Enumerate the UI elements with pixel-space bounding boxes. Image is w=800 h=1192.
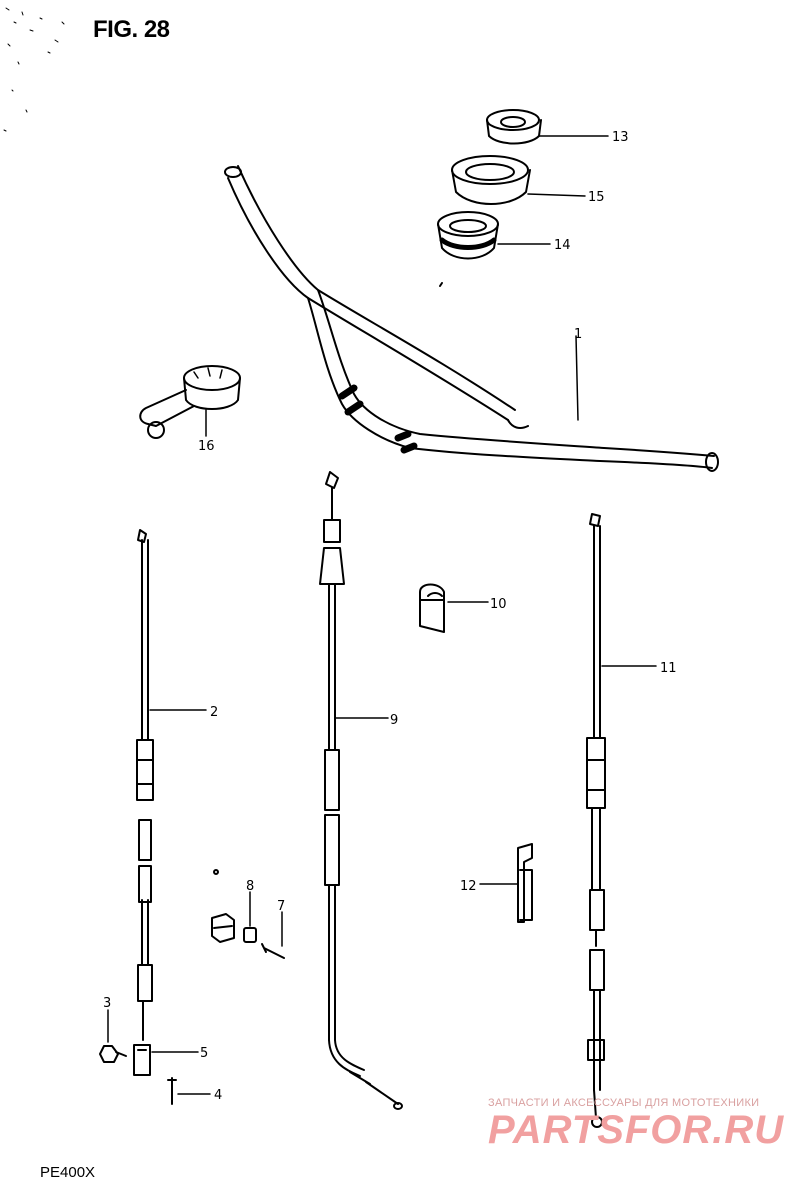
callout-13: 13 <box>612 130 629 145</box>
watermark-tagline: ЗАПЧАСТИ И АКСЕССУАРЫ ДЛЯ МОТОТЕХНИКИ <box>488 1097 760 1109</box>
callout-4: 4 <box>214 1088 222 1103</box>
callout-labels: 13 15 14 1 16 2 9 10 11 12 8 7 3 5 4 <box>103 130 677 1103</box>
model-code: PE400X <box>40 1164 96 1181</box>
part-12-tie <box>517 843 533 923</box>
callout-7: 7 <box>277 899 285 914</box>
part-13-lock-nut <box>486 109 542 145</box>
handlebar <box>224 165 719 472</box>
callout-15: 15 <box>588 190 605 205</box>
part-15-bearing-race <box>451 155 531 205</box>
callout-1: 1 <box>574 327 582 342</box>
part-11-cable <box>586 513 606 1128</box>
callout-9: 9 <box>390 713 398 728</box>
scan-noise <box>3 7 65 132</box>
callout-5: 5 <box>200 1046 208 1061</box>
callout-8: 8 <box>246 879 254 894</box>
callout-3: 3 <box>103 996 111 1011</box>
watermark-brand: PARTSFOR.RU <box>488 1108 785 1152</box>
callout-11: 11 <box>660 661 677 676</box>
leader-lines <box>107 135 657 1095</box>
callout-16: 16 <box>198 439 215 454</box>
figure-title: FIG. 28 <box>93 16 170 43</box>
loose-ball <box>439 282 443 287</box>
part-2-cable <box>133 529 154 1076</box>
part-8-nut <box>243 927 257 943</box>
part-3-bolt <box>99 1045 127 1063</box>
part-14-bearing <box>437 211 499 260</box>
part-4-pin <box>167 1077 177 1105</box>
part-16-throttle <box>139 365 241 439</box>
callout-14: 14 <box>554 238 571 253</box>
part-7-screw <box>261 943 285 959</box>
callout-2: 2 <box>210 705 218 720</box>
part-10-clip <box>419 583 445 633</box>
callout-12: 12 <box>460 879 477 894</box>
clamp-bracket <box>211 869 235 943</box>
callout-10: 10 <box>490 597 507 612</box>
part-9-cable <box>319 471 403 1110</box>
